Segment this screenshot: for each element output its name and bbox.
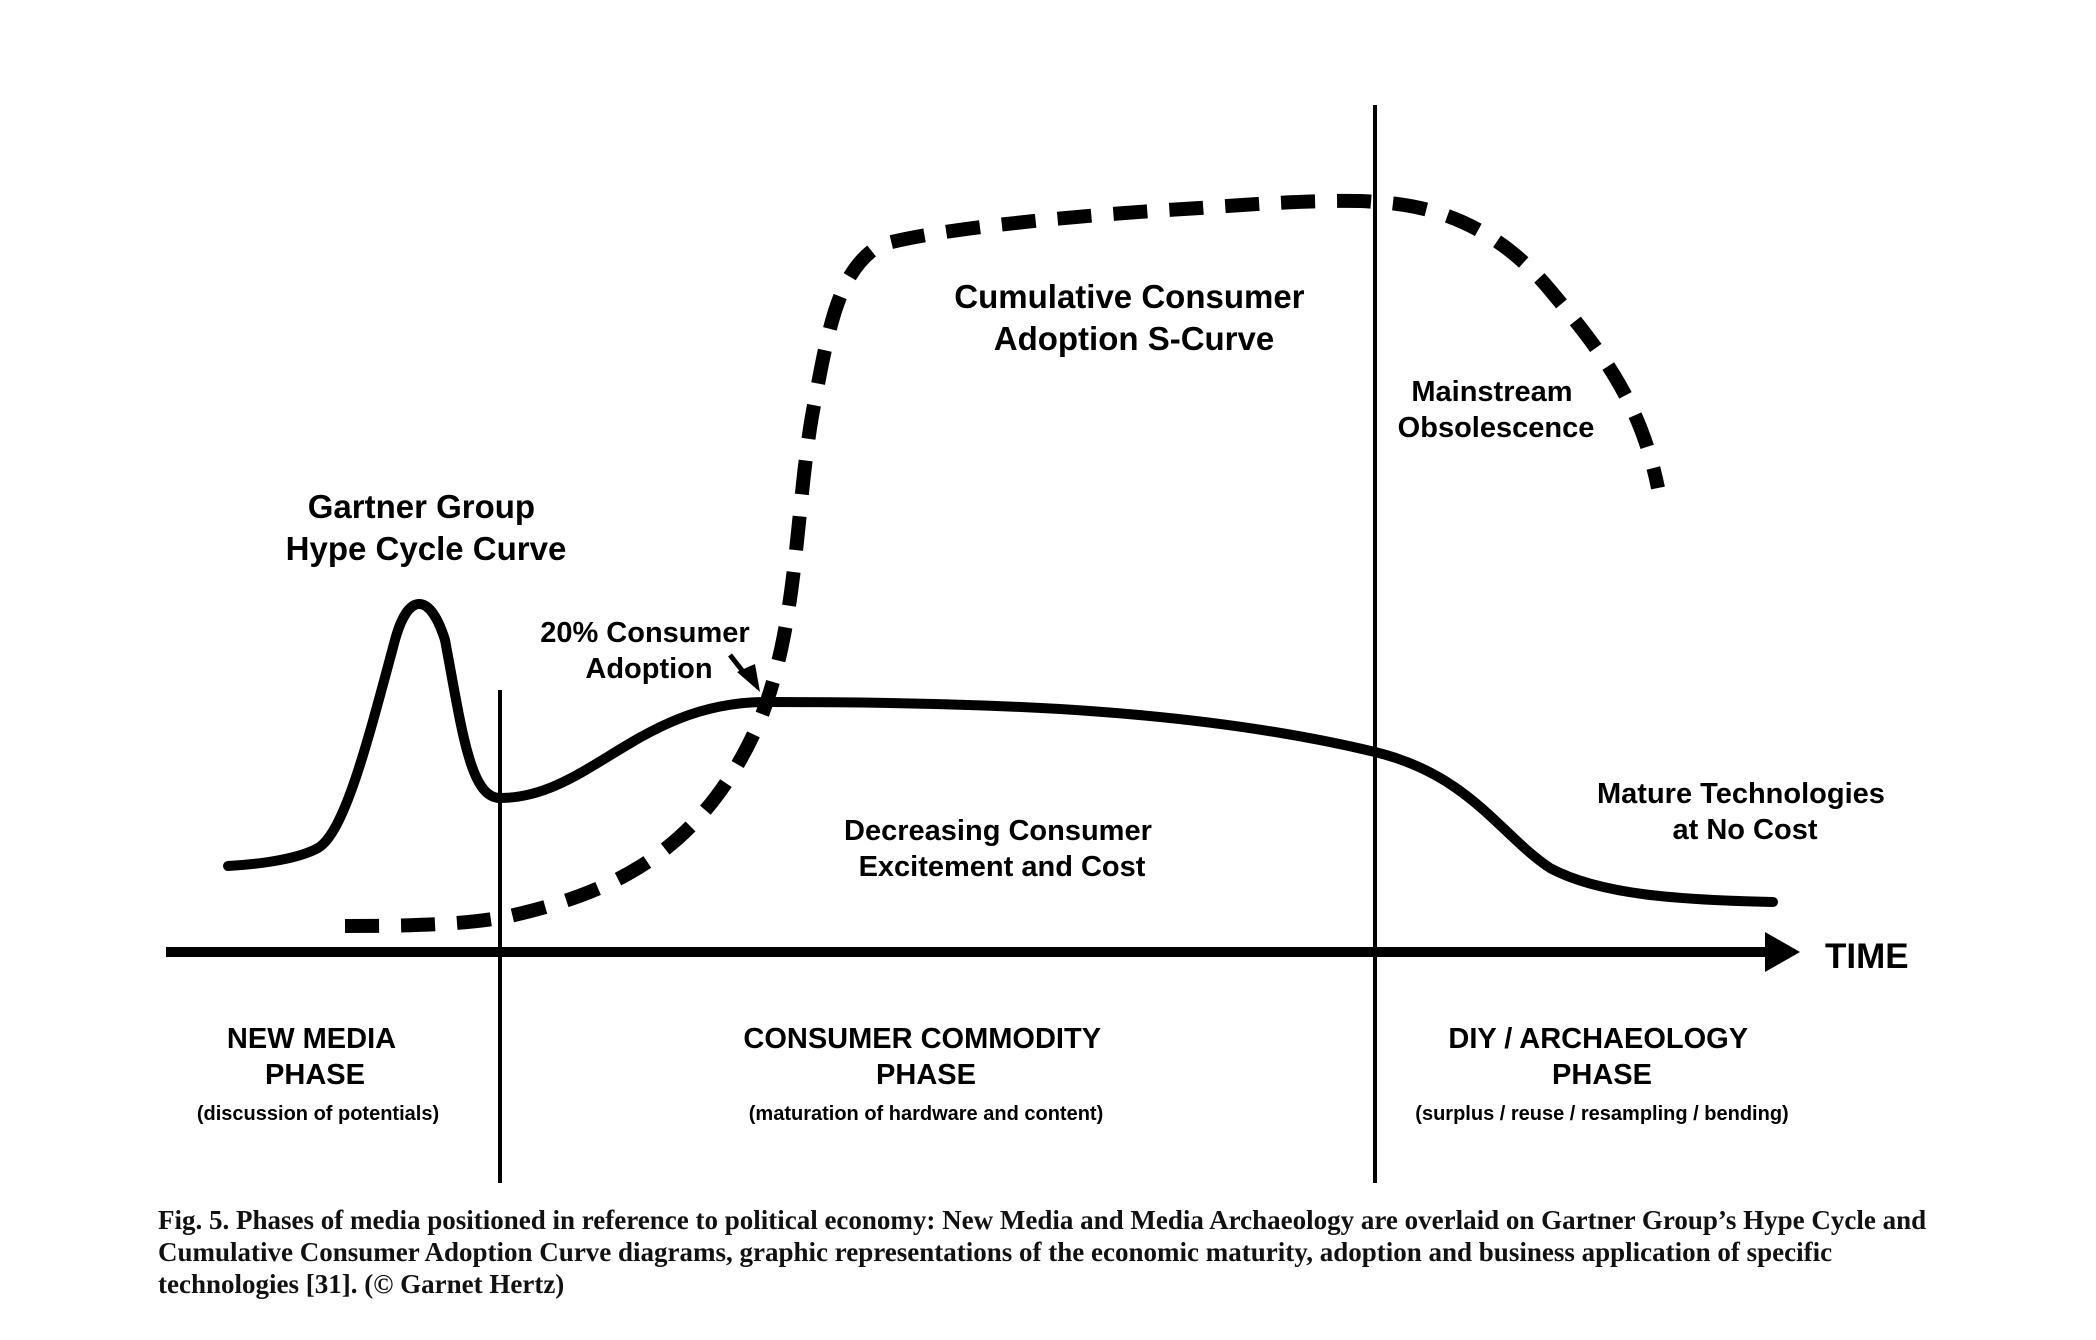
decreasing-label: Decreasing Consumer Excitement and Cost [844, 815, 1160, 883]
adoption-s-curve [344, 193, 1665, 933]
obsolescence-label: Mainstream Obsolescence [1398, 376, 1595, 444]
hype-cycle-curve [223, 599, 1778, 907]
hype-curve-title: Gartner Group Hype Cycle Curve [286, 488, 567, 567]
time-axis-arrowhead [1765, 932, 1800, 972]
phase-subtitle-consumer-commodity: (maturation of hardware and content) [749, 1103, 1103, 1125]
time-axis-label: TIME [1825, 937, 1909, 976]
adoption-pointer-arrowhead [737, 664, 760, 692]
phase-title-diy-archaeology: DIY / ARCHAEOLOGY PHASE [1448, 1023, 1755, 1091]
mature-technologies-label: Mature Technologies at No Cost [1597, 778, 1893, 846]
figure-caption: Fig. 5. Phases of media positioned in re… [158, 1205, 1927, 1299]
adoption-point-label: 20% Consumer Adoption [540, 617, 758, 685]
adoption-curve-title: Cumulative Consumer Adoption S-Curve [954, 278, 1313, 357]
phase-title-consumer-commodity: CONSUMER COMMODITY PHASE [743, 1023, 1108, 1091]
phase-title-new-media: NEW MEDIA PHASE [227, 1023, 403, 1091]
phase-subtitle-diy-archaeology: (surplus / reuse / resampling / bending) [1415, 1103, 1788, 1125]
phase-subtitle-new-media: (discussion of potentials) [197, 1103, 439, 1125]
